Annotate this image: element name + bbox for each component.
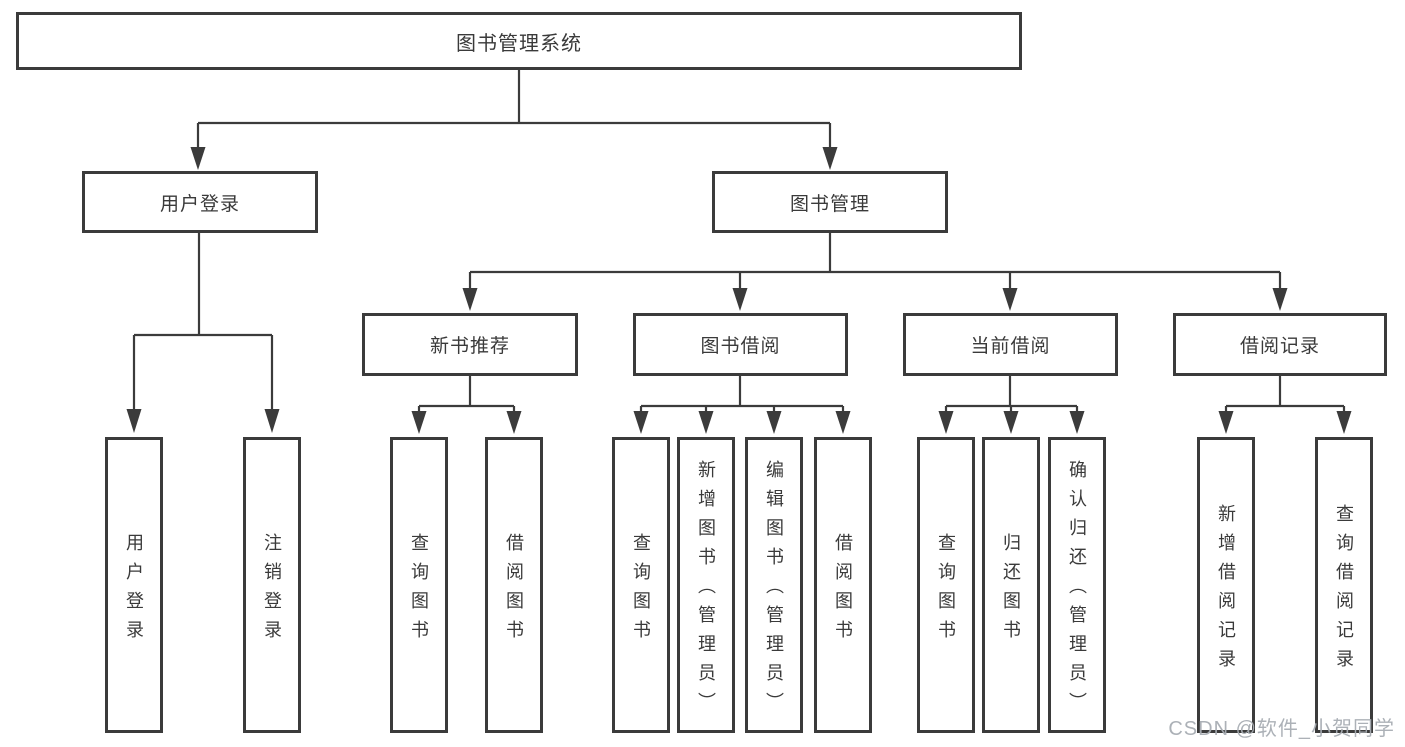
node-book-management: 图书管理 <box>712 171 948 233</box>
leaf-label: 确认归还（管理员） <box>1067 460 1087 721</box>
leaf-borrow-book-recommend: 借阅图书 <box>485 437 543 733</box>
node-root-label: 图书管理系统 <box>456 32 582 55</box>
leaf-add-book-admin: 新增图书（管理员） <box>677 437 735 733</box>
node-user-login-label: 用户登录 <box>159 193 240 215</box>
node-root: 图书管理系统 <box>16 12 1022 70</box>
leaf-user-login: 用户登录 <box>105 437 163 733</box>
node-new-book-recommend: 新书推荐 <box>362 313 578 376</box>
node-user-login: 用户登录 <box>82 171 318 233</box>
leaf-query-book-borrow: 查询图书 <box>612 437 670 733</box>
leaf-label: 查询图书 <box>409 532 429 649</box>
node-current-borrow-label: 当前借阅 <box>970 336 1051 357</box>
leaf-logout-login: 注销登录 <box>243 437 301 733</box>
leaf-borrow-book: 借阅图书 <box>814 437 872 733</box>
leaf-label: 注销登录 <box>262 532 282 649</box>
leaf-return-book: 归还图书 <box>982 437 1040 733</box>
leaf-label: 查询图书 <box>631 532 651 649</box>
leaf-confirm-return-admin: 确认归还（管理员） <box>1048 437 1106 733</box>
leaf-label: 新增图书（管理员） <box>696 460 716 721</box>
leaf-query-book-recommend: 查询图书 <box>390 437 448 733</box>
leaf-label: 用户登录 <box>124 532 144 649</box>
node-book-borrow: 图书借阅 <box>633 313 848 376</box>
leaf-label: 新增借阅记录 <box>1216 503 1236 678</box>
node-borrow-records: 借阅记录 <box>1173 313 1387 376</box>
leaf-query-book-current: 查询图书 <box>917 437 975 733</box>
leaf-label: 借阅图书 <box>504 532 524 649</box>
node-book-management-label: 图书管理 <box>789 193 870 215</box>
leaf-label: 归还图书 <box>1001 532 1021 649</box>
leaf-label: 查询借阅记录 <box>1334 503 1354 678</box>
leaf-edit-book-admin: 编辑图书（管理员） <box>745 437 803 733</box>
node-new-book-recommend-label: 新书推荐 <box>429 336 510 357</box>
leaf-label: 编辑图书（管理员） <box>764 460 784 721</box>
watermark: CSDN @软件_小贺同学 <box>1168 718 1395 740</box>
node-borrow-records-label: 借阅记录 <box>1239 336 1320 357</box>
node-current-borrow: 当前借阅 <box>903 313 1118 376</box>
leaf-label: 查询图书 <box>936 532 956 649</box>
leaf-label: 借阅图书 <box>833 532 853 649</box>
leaf-query-borrow-record: 查询借阅记录 <box>1315 437 1373 733</box>
leaf-add-borrow-record: 新增借阅记录 <box>1197 437 1255 733</box>
arrowhead-icons <box>126 147 1352 434</box>
node-book-borrow-label: 图书借阅 <box>700 336 781 357</box>
